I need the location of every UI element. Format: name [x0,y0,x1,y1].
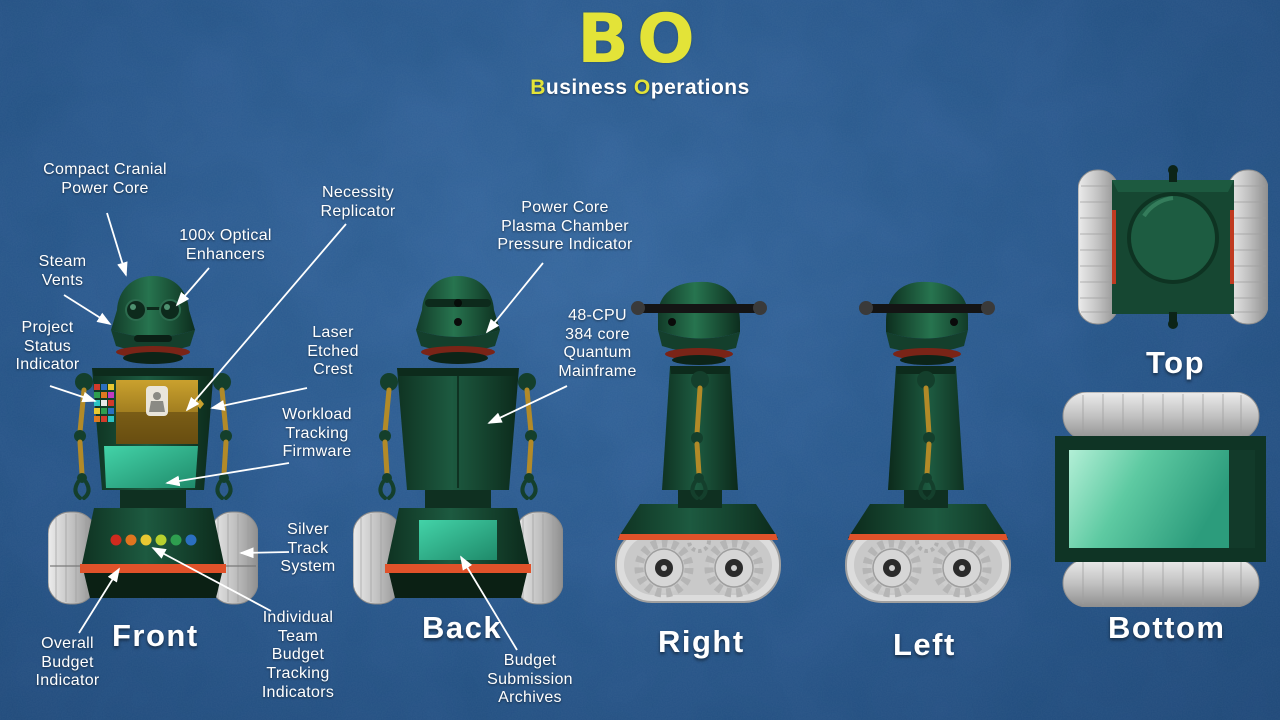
plasma-pressure-indicator-dot [454,318,462,326]
bottom-body [1055,436,1266,562]
callout-silver-track: Silver Track System [280,521,336,576]
top-edge-accent-left [1112,210,1116,284]
callout-plasma-indicator: Power Core Plasma Chamber Pressure Indic… [497,199,633,254]
top-edge-accent-right [1230,210,1234,284]
callout-laser-crest: Laser Etched Crest [307,324,359,379]
back-head [416,276,500,364]
replicator-cup [146,386,168,416]
logo-text: BO [577,0,703,79]
view-label-bottom: Bottom [1108,610,1226,645]
title-block: B O Business Operations [0,6,1280,100]
back-waist [425,488,491,510]
subtitle-part: perations [650,76,750,99]
top-antenna-front [1168,165,1178,175]
top-tracks [1078,169,1268,325]
mouth-slot [134,335,172,342]
subtitle: Business Operations [0,76,1280,100]
project-status-pixels [94,384,114,422]
callout-overall-budget: Overall Budget Indicator [35,635,100,690]
bottom-teal-panel [1069,450,1229,548]
top-head-dome [1127,192,1219,284]
side-eye [668,318,676,326]
callout-optical-enhancers: 100x Optical Enhancers [179,227,272,263]
track-gear [862,538,922,598]
top-body [1112,165,1234,329]
view-label-top: Top [1146,345,1206,380]
left-fender [848,504,1008,540]
left-view-illustration [828,278,1028,622]
back-base [385,508,531,598]
right-torso [662,366,738,490]
callout-budget-archives: Budget Submission Archives [487,652,573,707]
bottom-tracks [1062,392,1260,607]
right-view-illustration [598,278,798,622]
left-head [859,281,995,365]
right-track [615,527,781,603]
back-track-wheels [353,511,563,605]
bottom-view-illustration [1053,392,1268,607]
front-waist [120,488,186,510]
track-gear [634,538,694,598]
callout-quantum-mainframe: 48-CPU 384 core Quantum Mainframe [558,307,637,381]
view-label-front: Front [112,618,199,653]
back-torso [397,368,519,490]
callout-necessity-replicator: Necessity Replicator [320,184,396,220]
subtitle-accent-o: O [633,76,651,99]
callout-project-status: Project Status Indicator [15,319,80,374]
track-gear [932,538,992,598]
workload-screen [104,446,198,488]
view-label-left: Left [893,627,956,662]
subtitle-part: usiness [545,76,634,99]
track-gear [704,538,764,598]
callout-workload-firmware: Workload Tracking Firmware [282,406,352,461]
top-view-illustration [1078,152,1268,342]
callout-cranial-power-core: Compact Cranial Power Core [43,161,167,197]
side-eye [950,318,958,326]
steam-vent-rod [864,304,990,313]
left-torso [888,366,964,490]
steam-vent-rod [636,304,762,313]
callout-steam-vents: Steam Vents [38,253,87,289]
team-budget-indicator-dots [110,534,197,546]
back-view-illustration [353,272,563,622]
front-base [80,508,226,598]
optical-enhancer-glasses [125,299,181,321]
front-head [111,276,195,364]
subtitle-accent-b: B [530,76,546,99]
left-track [845,527,1011,603]
top-antenna-back [1168,319,1178,329]
budget-archives-panel [419,520,497,560]
right-fender [618,504,778,540]
callout-team-budget: Individual Team Budget Tracking Indicato… [261,609,335,701]
left-arm [917,371,936,500]
overall-budget-stripe [80,564,226,573]
right-head [631,281,767,365]
front-torso [92,368,214,490]
right-arm [690,371,709,500]
view-label-back: Back [422,610,503,645]
view-label-right: Right [658,624,745,659]
